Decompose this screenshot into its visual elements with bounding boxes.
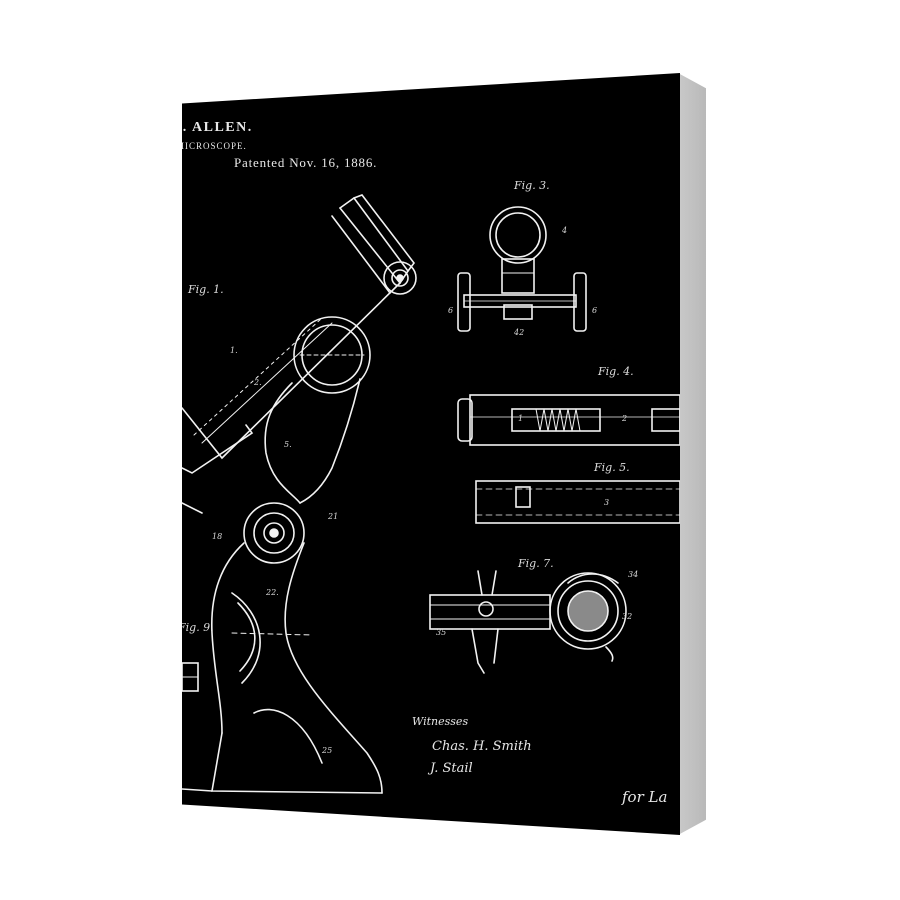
fig4-tube-section: [457, 394, 680, 446]
canvas-side-edge: [678, 73, 706, 835]
svg-text:25: 25: [321, 746, 332, 755]
inventor-signature: for La: [622, 788, 668, 806]
witnesses-label: Witnesses: [412, 715, 469, 728]
patent-drawing: 1. 2. 5. 18 22. 21 25 4 6 6 42 1 2 3 35 …: [182, 194, 680, 794]
svg-text:21: 21: [327, 512, 338, 521]
fig5-label: Fig. 5.: [594, 461, 630, 474]
fig7-condenser-mount: [429, 570, 627, 674]
fig5-slide-bar: [475, 480, 680, 524]
fig4-label: Fig. 4.: [598, 365, 634, 378]
svg-text:22.: 22.: [265, 588, 279, 597]
patent-inventor: F. ALLEN.: [182, 120, 253, 135]
svg-text:5.: 5.: [284, 440, 292, 449]
svg-text:2.: 2.: [253, 378, 262, 387]
fig1-microscope: [182, 194, 417, 794]
fig3-eyepiece-holder: [457, 206, 587, 332]
patent-date: Patented Nov. 16, 1886.: [234, 155, 378, 170]
svg-text:34: 34: [628, 570, 638, 579]
svg-text:3: 3: [604, 498, 609, 507]
svg-text:35: 35: [436, 628, 446, 637]
canvas-print: F. ALLEN. MICROSCOPE. Patented Nov. 16, …: [182, 73, 680, 835]
patent-title: MICROSCOPE.: [182, 141, 247, 151]
svg-text:1.: 1.: [230, 346, 238, 355]
svg-text:32: 32: [622, 612, 632, 621]
svg-text:1: 1: [518, 414, 523, 423]
fig9-label: Fig. 9.: [182, 621, 214, 634]
witness-signature-1: Chas. H. Smith: [432, 739, 532, 754]
fig7-label: Fig. 7.: [518, 557, 554, 570]
fig1-label: Fig. 1.: [188, 283, 224, 296]
svg-text:6: 6: [592, 306, 597, 315]
svg-text:2: 2: [621, 414, 627, 423]
svg-text:6: 6: [448, 306, 453, 315]
fig3-label: Fig. 3.: [514, 179, 550, 192]
svg-text:42: 42: [513, 328, 524, 337]
svg-text:18: 18: [212, 532, 222, 541]
witness-signature-2: J. Stail: [430, 761, 473, 776]
svg-text:4: 4: [561, 226, 567, 235]
